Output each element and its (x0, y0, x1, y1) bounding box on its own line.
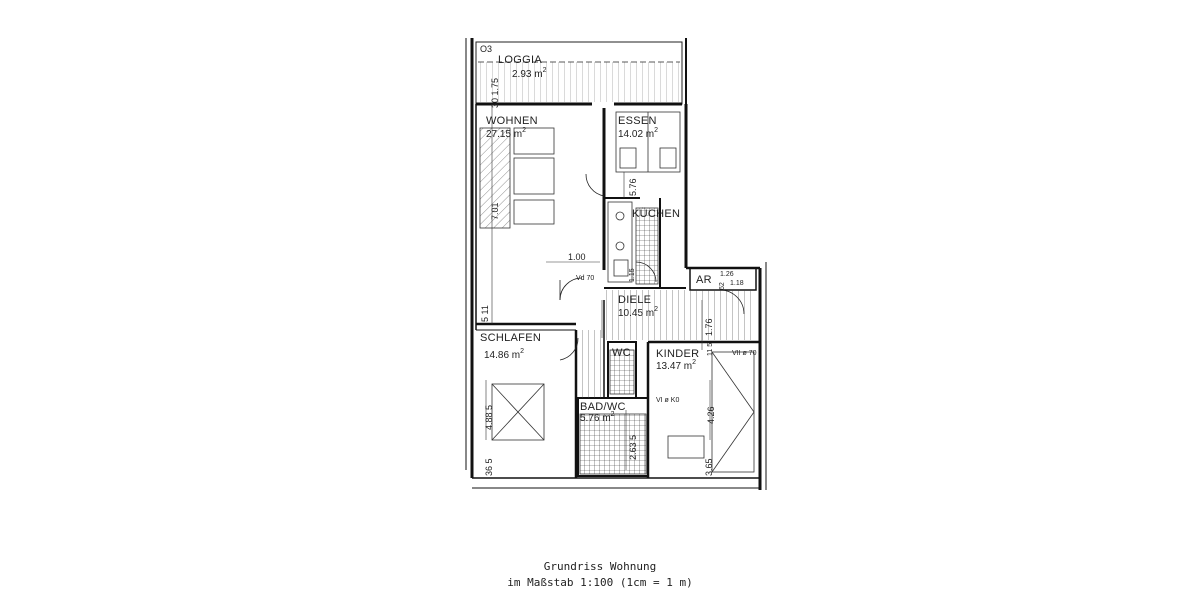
interior-walls (475, 104, 760, 478)
room-area-schlafen: 14.86 m2 (484, 348, 524, 361)
room-name-wc: WC (612, 347, 631, 359)
dim-vi-d: VI ø K0 (656, 397, 679, 404)
room-area-wohnen: 27.15 m2 (486, 127, 526, 140)
dim-126: 1.26 (720, 271, 734, 278)
caption-scale: im Maßstab 1:100 (1cm = 1 m) (507, 576, 693, 589)
caption-title: Grundriss Wohnung (543, 560, 657, 573)
room-name-bad-wc: BAD/WC (580, 401, 626, 413)
dim-118: 1.18 (730, 280, 744, 287)
room-area-diele: 10.45 m2 (618, 306, 658, 319)
dim-365b: 3.65 (704, 458, 714, 476)
dim-115: 1.15 (629, 268, 636, 282)
room-area-bad-wc: 5.76 m2 (580, 411, 615, 424)
dim-5-11: 5 11 (480, 305, 490, 322)
room-labels: LOGGIA 2.93 m2 WOHNEN 27.15 m2 ESSEN 14.… (480, 54, 712, 424)
room-name-kuechen: KÜCHEN (632, 208, 680, 220)
dim-30-175: 30 1.75 (490, 78, 500, 108)
dim-576: 5.76 (628, 178, 638, 196)
dim-vd70: Vd 70 (576, 275, 594, 282)
dimension-lines (485, 104, 711, 470)
dim-2635: 2.63 5 (628, 435, 638, 460)
room-name-loggia: LOGGIA (498, 54, 542, 66)
room-name-schlafen: SCHLAFEN (480, 332, 541, 344)
room-area-kinder: 13.47 m2 (656, 359, 696, 372)
room-area-loggia: 2.93 m2 (512, 67, 547, 80)
dim-176: 1.76 (704, 318, 714, 336)
room-name-ar: AR (696, 274, 712, 286)
room-area-essen: 14.02 m2 (618, 127, 658, 140)
dim-vii-d: VII ø 70 (732, 350, 757, 357)
doors (559, 173, 745, 361)
dimension-labels: O3 30 1.75 7.01 5.76 1.00 Vd 70 1.15 1.2… (480, 44, 757, 476)
room-name-kinder: KINDER (656, 348, 699, 360)
dim-488: 4.88 5 (484, 405, 494, 430)
room-name-essen: ESSEN (618, 115, 657, 127)
dim-426: 4.26 (706, 406, 716, 424)
outer-walls (465, 38, 767, 490)
loggia-area (475, 41, 683, 106)
dim-62: 62 (719, 282, 726, 290)
room-name-wohnen: WOHNEN (486, 115, 538, 127)
dim-701: 7.01 (490, 202, 500, 220)
dim-o3: O3 (480, 44, 492, 54)
dim-115b: 11 5 (707, 343, 714, 356)
dim-365a: 36 5 (484, 458, 494, 476)
dim-100: 1.00 (568, 252, 586, 262)
furniture (479, 111, 755, 475)
room-name-diele: DIELE (618, 294, 651, 306)
